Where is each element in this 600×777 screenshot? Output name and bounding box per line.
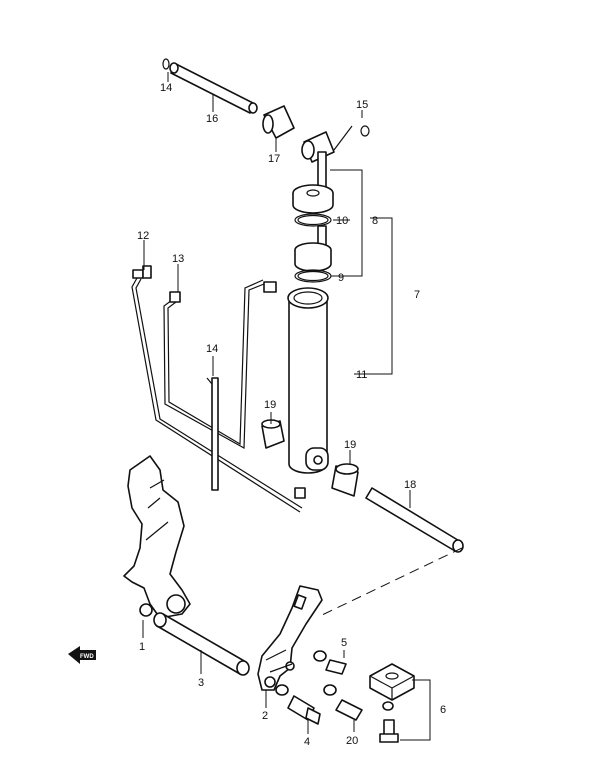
bolt-5 [325,659,347,675]
label-14: 14 [206,343,218,355]
label-4: 4 [304,736,310,748]
bracket-7 [354,217,393,375]
bracket-6 [400,679,431,741]
pin-16 [169,62,258,114]
collar-19-right [331,463,359,497]
clip-15-left [162,58,170,70]
label-1: 1 [139,641,145,653]
pin-18 [365,487,464,553]
label-8: 8 [372,215,378,227]
label-11: 11 [356,369,367,381]
label-19b: 19 [344,439,356,451]
hose-fitting-bottom [294,487,306,499]
label-10: 10 [336,215,348,227]
label-9: 9 [338,272,344,284]
o-ring-9 [294,269,332,283]
label-15a: 14 [160,82,172,94]
gland-nut [292,184,334,214]
label-16: 16 [206,113,218,125]
hose-13 [163,279,277,450]
label-6: 6 [440,704,446,716]
fwd-arrow-icon: FWD [68,646,96,664]
label-18: 18 [404,479,416,491]
reference-lines [319,547,463,617]
bolt-20 [335,699,363,721]
label-20: 20 [346,735,358,747]
bracket-8 [330,169,363,277]
washer-near-2 [275,684,289,696]
label-13: 13 [172,253,184,265]
collar-19-left [261,419,285,449]
leader-lines [142,72,411,734]
bolt-4 [287,695,321,725]
part-labels: 14 16 17 15 10 8 9 7 11 12 13 14 19 19 1… [137,82,446,748]
clip-15-right [333,125,370,151]
bolt-6 [379,719,399,743]
cylinder-11 [287,287,329,474]
label-5: 5 [341,637,347,649]
label-19a: 19 [264,399,276,411]
piston [294,242,332,272]
washer-5 [313,650,327,662]
swivel-bracket-2 [257,585,323,691]
rod-eye [301,131,335,189]
label-12: 12 [137,230,149,242]
tie-band-14 [206,377,219,491]
label-15b: 15 [356,99,368,111]
hose-12 [131,265,303,513]
o-ring-10 [294,213,332,227]
label-2: 2 [262,710,268,722]
pin-3 [153,612,250,676]
label-17: 17 [268,153,280,165]
label-7: 7 [414,289,420,301]
label-3: 3 [198,677,204,689]
stern-bracket-1 [123,455,191,619]
fwd-badge-text: FWD [80,654,94,660]
washer-20 [323,684,337,696]
nut-block-6 [369,663,415,701]
washer-6 [382,701,394,711]
bushing-17 [262,105,295,139]
